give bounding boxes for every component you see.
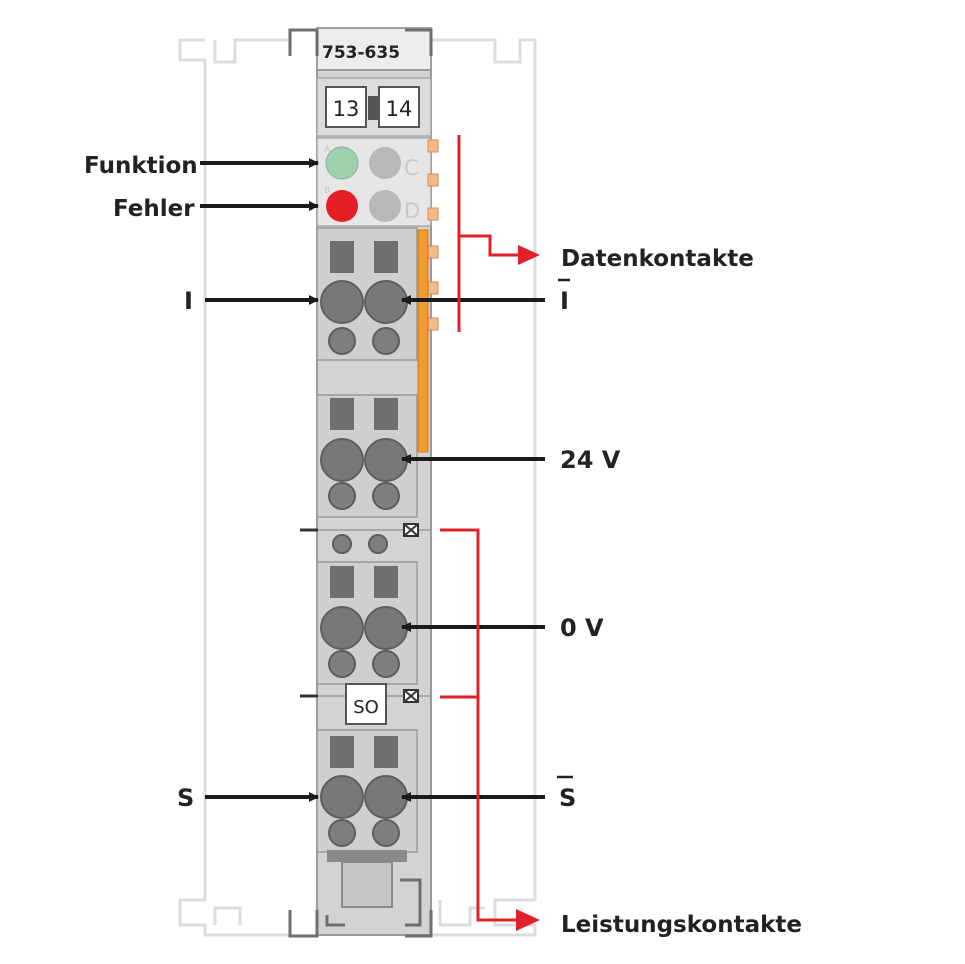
so-marker-box [345, 683, 387, 725]
test-point-1a [328, 327, 356, 355]
label-funktion: Funktion [84, 153, 198, 179]
test-point-2a [328, 482, 356, 510]
marker-separator [368, 96, 378, 120]
clamp-1b [364, 280, 408, 324]
test-point-1b [372, 327, 400, 355]
label-24v: 24 V [560, 446, 621, 474]
clamp-2b [364, 438, 408, 482]
led-a-green [325, 146, 359, 180]
clamp-3b [364, 606, 408, 650]
release-tab-4a [330, 736, 354, 768]
datenkontakte-arrowhead [518, 245, 540, 265]
datenkontakte-bracket [457, 135, 520, 332]
marker-14-box [378, 86, 420, 128]
marker-14-label: 14 [386, 97, 413, 121]
orange-power-bar [417, 229, 429, 453]
clamp-4b [364, 775, 408, 819]
so-marker-label: SO [353, 697, 379, 718]
io-module: 753-635 13 14 A B C D [288, 27, 439, 938]
leistungskontakte-bracket [440, 528, 520, 922]
test-point-4b [372, 819, 400, 847]
bottom-latch-body [341, 861, 393, 908]
power-contact-2 [403, 689, 419, 703]
led-letter-d: D [404, 199, 420, 223]
label-s: S [177, 784, 194, 812]
label-fehler: Fehler [113, 196, 195, 222]
top-clip-right [405, 28, 433, 56]
led-d-gray [369, 190, 401, 222]
release-tab-1b [374, 241, 398, 273]
module-top-frame [316, 27, 432, 73]
test-point-2b [372, 482, 400, 510]
clamp-1a [320, 280, 364, 324]
jumper-hole-1a [332, 534, 352, 554]
leistungskontakte-arrowhead [516, 909, 540, 931]
label-i: I [184, 287, 193, 315]
led-letter-a: A [324, 145, 331, 155]
release-tab-3a [330, 566, 354, 598]
bottom-foot-left [325, 915, 345, 927]
release-tab-1a [330, 241, 354, 273]
bottom-latch-top [327, 850, 407, 862]
clamp-4a [320, 775, 364, 819]
neighbor-module-left-outline [178, 38, 290, 937]
power-contact-1 [403, 523, 419, 537]
clamp-3a [320, 606, 364, 650]
label-leistungskontakte: Leistungskontakte [561, 912, 802, 938]
bottom-foot-right [400, 878, 422, 927]
arrowheads-thick [294, 150, 320, 176]
release-tab-2b [374, 398, 398, 430]
led-letter-c: C [404, 156, 419, 180]
test-point-4a [328, 819, 356, 847]
marker-13-box [325, 86, 367, 128]
bottom-clip-left [288, 910, 319, 938]
top-clip-left [288, 28, 319, 56]
release-tab-4b [374, 736, 398, 768]
jumper-hole-1b [368, 534, 388, 554]
clamp-2a [320, 438, 364, 482]
part-number: 753-635 [322, 43, 400, 63]
bottom-clip-right [405, 910, 433, 938]
test-point-3b [372, 650, 400, 678]
release-tab-3b [374, 566, 398, 598]
label-datenkontakte: Datenkontakte [561, 246, 754, 272]
label-0v: 0 V [560, 614, 604, 642]
led-letter-b: B [324, 186, 330, 196]
label-i-bar: I [560, 287, 569, 315]
test-point-3a [328, 650, 356, 678]
led-c-gray [369, 147, 401, 179]
marker-13-label: 13 [333, 97, 360, 121]
callout-arrows [200, 158, 545, 802]
led-b-red [326, 190, 358, 222]
label-s-bar: S [559, 784, 576, 812]
neighbor-module-right-outline [430, 38, 537, 937]
release-tab-2a [330, 398, 354, 430]
